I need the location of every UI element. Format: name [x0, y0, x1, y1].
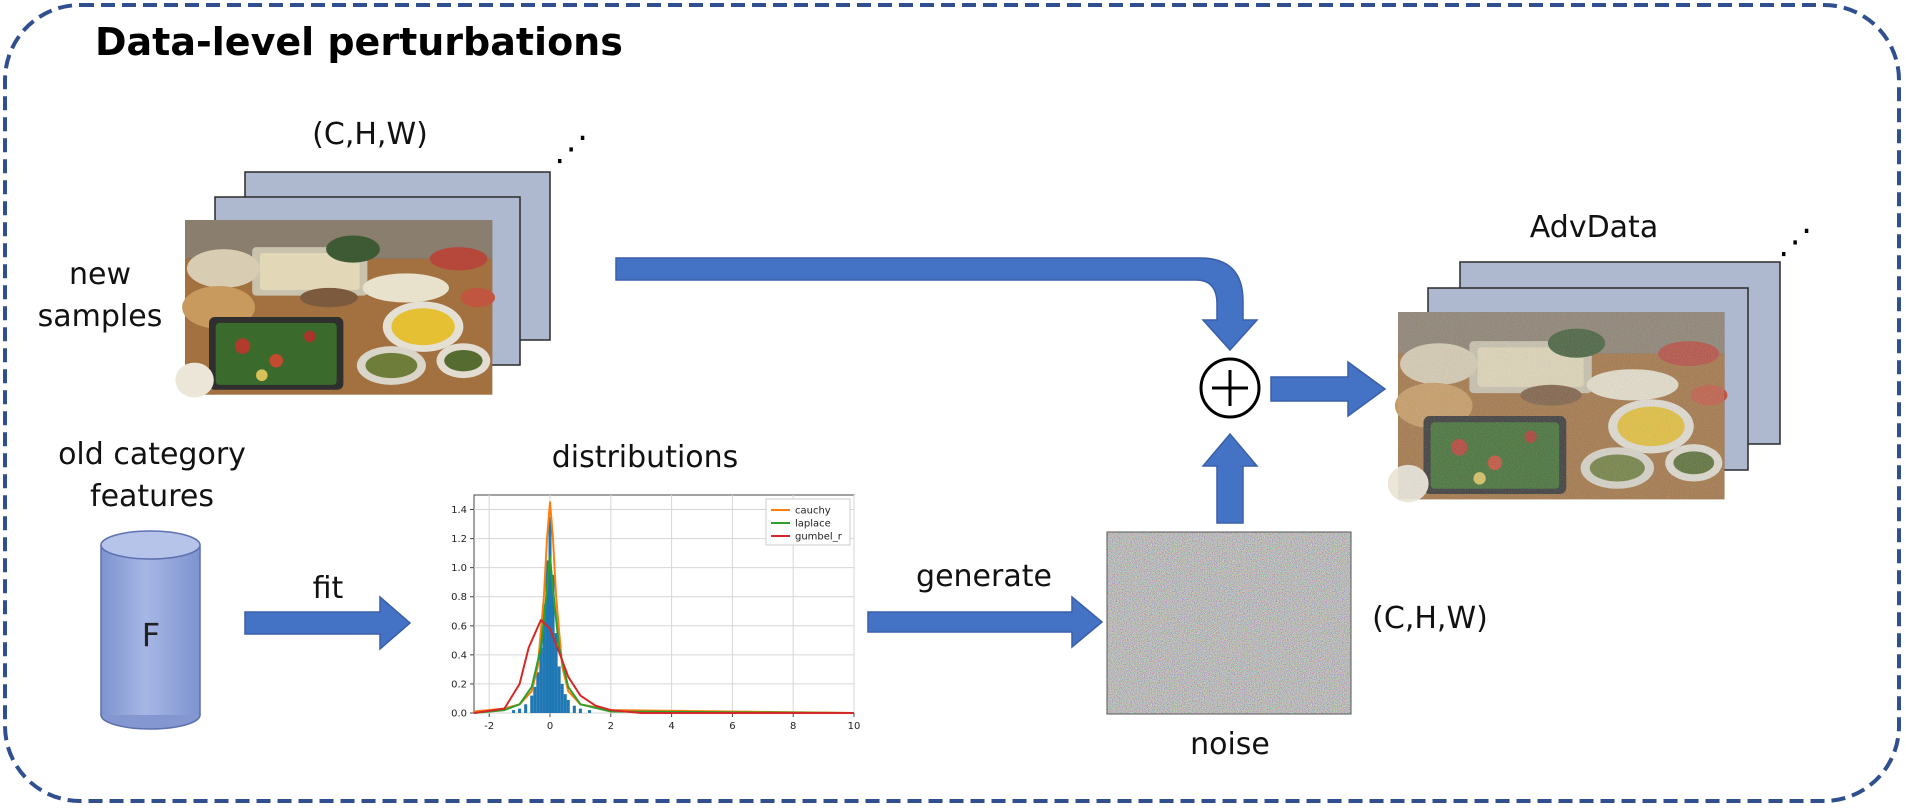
- chart-ytick-label: 0.8: [451, 592, 467, 603]
- chart-histogram-bar: [530, 695, 534, 713]
- chart-histogram-bar: [554, 633, 558, 713]
- chart-histogram-bar: [563, 694, 567, 713]
- chart-series-laplace: [473, 555, 855, 714]
- plus-to-advdata-arrow: [1270, 360, 1387, 418]
- chart-histogram-bar: [578, 708, 582, 713]
- noise-up-arrow: [1201, 432, 1259, 524]
- chart-histogram-bar: [536, 672, 540, 713]
- chart-histogram-bar: [566, 699, 570, 713]
- chart-ytick-label: 0.0: [451, 709, 467, 720]
- food-sample-image: [175, 220, 496, 398]
- chart-legend-label: gumbel_r: [795, 532, 843, 543]
- noise-label: noise: [1190, 727, 1270, 762]
- noise-image: [1106, 531, 1352, 715]
- chart-xtick-label: 8: [790, 721, 796, 732]
- chart-ytick-label: 1.4: [451, 505, 467, 516]
- chart-xtick-label: 6: [729, 721, 735, 732]
- chart-histogram-bar: [560, 683, 564, 713]
- fit-arrow: [244, 595, 412, 651]
- chart-histogram-bar: [588, 710, 592, 713]
- new-samples-stack: [175, 171, 551, 398]
- fit-label: fit: [313, 571, 344, 606]
- chart-histogram-bar: [533, 686, 537, 713]
- chart-histogram-bar: [551, 574, 555, 713]
- chart-histogram-bar: [572, 705, 576, 713]
- cylinder-letter: F: [142, 616, 160, 654]
- ellipsis-right: ⋰: [1778, 222, 1812, 262]
- chart-ytick-label: 1.2: [451, 534, 467, 545]
- distributions-label: distributions: [552, 440, 739, 475]
- chart-xtick-label: 10: [848, 721, 861, 732]
- features-cylinder-icon: [100, 530, 201, 730]
- generate-arrow: [867, 595, 1104, 649]
- samples-to-plus-arrow: [615, 257, 1259, 352]
- chart-histogram-bar: [512, 710, 516, 713]
- advdata-stack: [1387, 261, 1781, 503]
- chart-xtick-label: 2: [608, 721, 614, 732]
- dashed-border: [3, 3, 1901, 803]
- chart-ytick-label: 1.0: [451, 563, 467, 574]
- chart-ytick-label: 0.2: [451, 679, 467, 690]
- chart-histogram-bar: [548, 516, 552, 713]
- chart-histogram-bar: [524, 704, 528, 713]
- chart-histogram-bar: [539, 647, 543, 713]
- chart-xtick-label: 4: [668, 721, 674, 732]
- plus-operator-icon: [1199, 357, 1261, 419]
- chart-ytick-label: 0.6: [451, 621, 467, 632]
- diagram-title: Data-level perturbations: [95, 20, 623, 64]
- adversarial-image: [1387, 312, 1728, 503]
- chart-histogram-bar: [545, 560, 549, 713]
- advdata-label: AdvData: [1530, 210, 1658, 245]
- chart-histogram-bar: [557, 666, 561, 713]
- ellipsis-top: ⋰: [554, 129, 588, 169]
- chart-xtick-label: -2: [484, 721, 494, 732]
- distribution-chart: -2 0 2 4 6 8 10 0.0 0.2 0.4 0.6 0.8 1.0 1.2 1.4 cauchy l…: [451, 494, 861, 732]
- chart-histogram-bar: [518, 708, 522, 713]
- chart-legend-label: laplace: [795, 519, 831, 530]
- chw-label-top: (C,H,W): [312, 117, 428, 152]
- chart-legend-label: cauchy: [795, 506, 831, 517]
- chw-label-noise: (C,H,W): [1372, 601, 1488, 636]
- chart-ytick-label: 0.4: [451, 650, 467, 661]
- generate-label: generate: [916, 559, 1052, 594]
- chart-histogram-bar: [542, 604, 546, 713]
- chart-xtick-label: 0: [547, 721, 553, 732]
- chart-series-gumbel_r: [473, 619, 854, 714]
